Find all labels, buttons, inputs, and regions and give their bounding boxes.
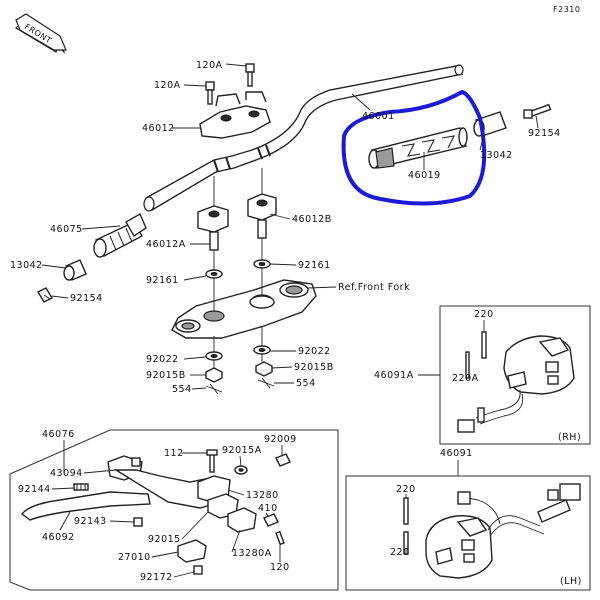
right-throttle-grip — [368, 127, 468, 169]
label-46091a: 46091A — [374, 370, 414, 381]
label-92161-left: 92161 — [146, 275, 179, 286]
label-554-left: 554 — [172, 384, 192, 395]
label-220-rh: 220 — [474, 309, 494, 320]
left-bar-end — [63, 259, 87, 281]
label-46092: 46092 — [42, 532, 75, 543]
label-46012b: 46012B — [292, 214, 332, 225]
lh-switch-housing — [403, 483, 581, 579]
lower-holder-a — [197, 205, 229, 251]
label-92009: 92009 — [264, 434, 297, 445]
right-bar-end-screw — [523, 103, 552, 119]
highlight-outline — [341, 90, 487, 206]
label-13042-right: 13042 — [480, 150, 513, 161]
label-46076: 46076 — [42, 429, 75, 440]
label-92154-left: 92154 — [70, 293, 103, 304]
rh-switch-housing — [457, 331, 575, 433]
label-120a-top: 120A — [196, 60, 223, 71]
left-grip — [93, 213, 147, 258]
label-46012: 46012 — [142, 123, 175, 134]
label-92172: 92172 — [140, 572, 173, 583]
lower-holder-b — [247, 193, 277, 239]
label-92022-left: 92022 — [146, 354, 179, 365]
label-92015b-right: 92015B — [294, 362, 334, 373]
label-92015a: 92015A — [222, 445, 262, 456]
label-120: 120 — [270, 562, 290, 573]
label-92015b-left: 92015B — [146, 370, 186, 381]
diagram-code: F2310 — [553, 5, 580, 14]
label-27010: 27010 — [118, 552, 151, 563]
label-13042-left: 13042 — [10, 260, 43, 271]
label-46091: 46091 — [440, 448, 473, 459]
upper-holder — [199, 91, 271, 139]
label-220-lh-a: 220 — [396, 484, 416, 495]
bolt-120a-left — [205, 81, 215, 105]
clutch-lever-frame — [9, 429, 339, 591]
label-92161-right: 92161 — [298, 260, 331, 271]
label-112: 112 — [164, 448, 184, 459]
clutch-lever — [21, 491, 151, 521]
lh-switch-frame — [345, 475, 591, 591]
clutch-lever-holder — [107, 455, 223, 509]
lh-tag: (LH) — [560, 576, 582, 587]
label-92022-right: 92022 — [298, 346, 331, 357]
reference-note: Ref.Front Fork — [338, 282, 410, 293]
label-120a-left: 120A — [154, 80, 181, 91]
label-410: 410 — [258, 503, 278, 514]
label-46075: 46075 — [50, 224, 83, 235]
label-46001: 46001 — [362, 111, 395, 122]
lever-pivot-spring — [73, 483, 89, 491]
label-92143: 92143 — [74, 516, 107, 527]
bolt-120a-top — [245, 63, 255, 87]
switch-bracket — [177, 449, 291, 575]
rh-tag: (RH) — [558, 432, 581, 443]
handlebar — [143, 64, 464, 212]
front-arrow-icon: FRONT — [15, 13, 67, 54]
label-554-right: 554 — [296, 378, 316, 389]
label-92154-right: 92154 — [528, 128, 561, 139]
label-46012a: 46012A — [146, 239, 186, 250]
lever-nut — [133, 517, 143, 527]
fork-top-bracket — [171, 279, 317, 339]
label-46019: 46019 — [408, 170, 441, 181]
label-92144: 92144 — [18, 484, 51, 495]
label-220-lh-b: 220 — [390, 547, 410, 558]
label-92015: 92015 — [148, 534, 181, 545]
left-bar-end-screw — [37, 287, 53, 303]
label-13280a: 13280A — [232, 548, 272, 559]
label-13280: 13280 — [246, 490, 279, 501]
label-43094: 43094 — [50, 468, 83, 479]
label-220a: 220A — [452, 373, 479, 384]
